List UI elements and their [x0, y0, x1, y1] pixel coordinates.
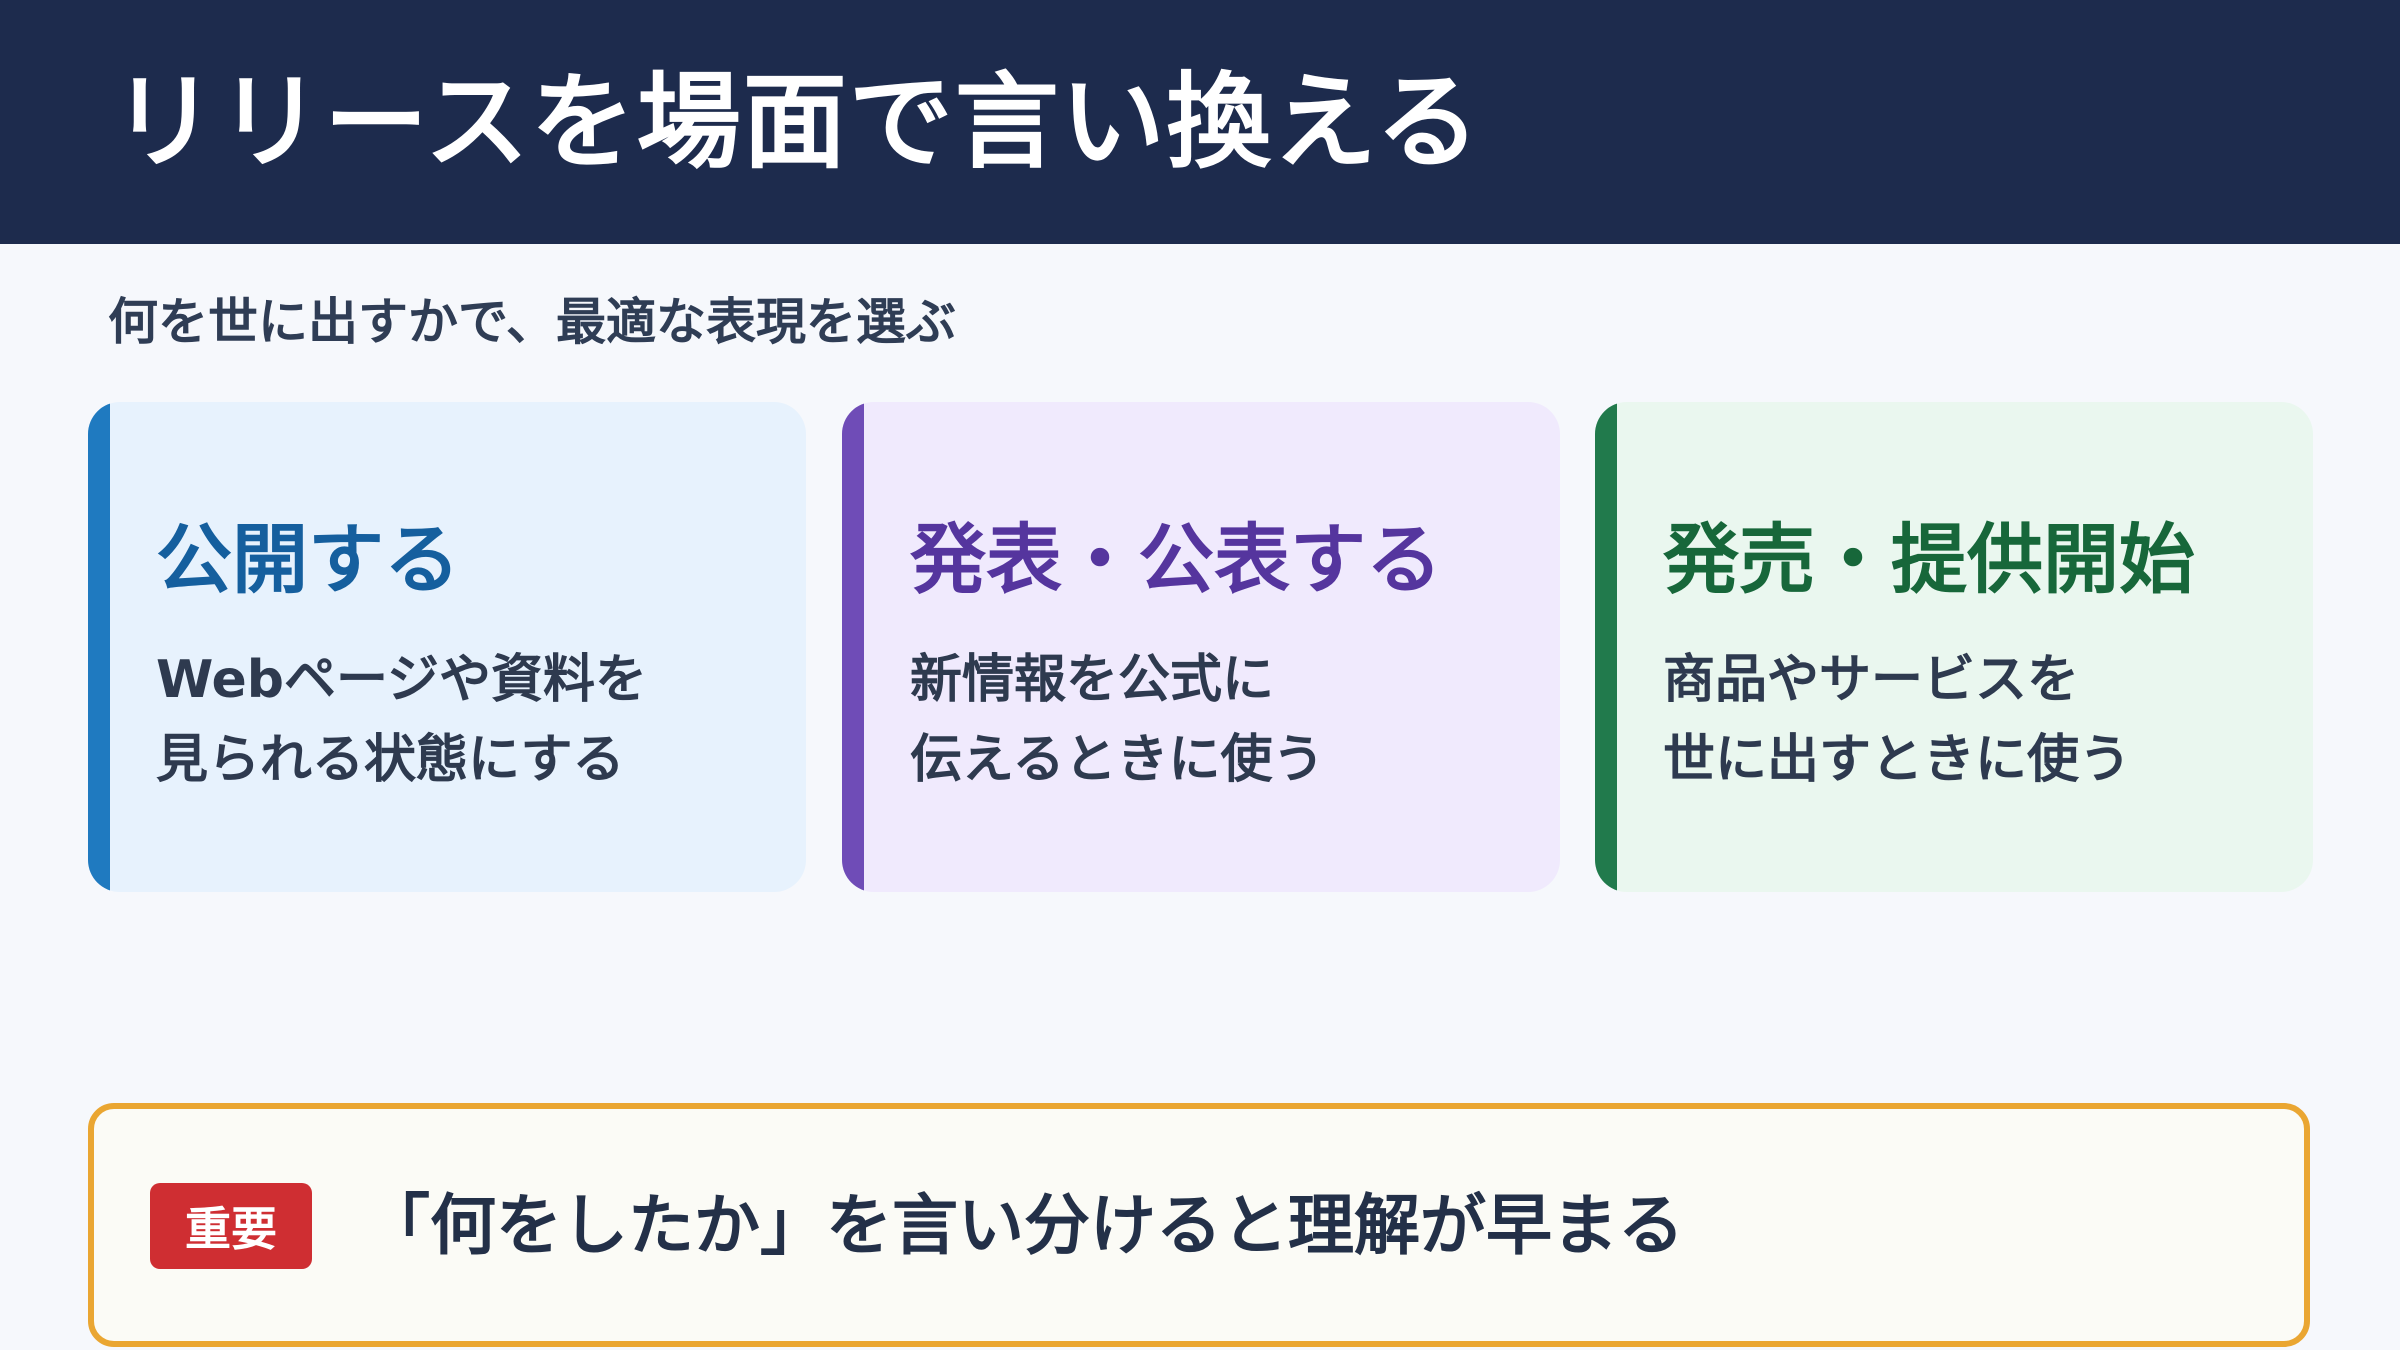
card-description-line: 新情報を公式に [910, 650, 1275, 710]
page-subtitle: 何を世に出すかで、最適な表現を選ぶ [108, 293, 956, 351]
card-publish: 公開する Webページや資料を 見られる状態にする [88, 402, 806, 892]
key-point-text: 「何をしたか」を言い分けると理解が早まる [364, 1187, 1684, 1264]
card-description-line: 見られる状態にする [156, 730, 625, 790]
card-accent-bar [842, 402, 864, 892]
card-description-line: 世に出すときに使う [1663, 730, 2132, 790]
card-accent-bar [88, 402, 110, 892]
important-badge: 重要 [150, 1183, 312, 1269]
card-description-line: Webページや資料を [156, 650, 647, 710]
card-announce: 発表・公表する 新情報を公式に 伝えるときに使う [842, 402, 1560, 892]
key-point-box: 重要 「何をしたか」を言い分けると理解が早まる [88, 1103, 2310, 1347]
card-launch: 発売・提供開始 商品やサービスを 世に出すときに使う [1595, 402, 2313, 892]
card-description: 新情報を公式に 伝えるときに使う [910, 640, 1324, 800]
card-description: 商品やサービスを 世に出すときに使う [1663, 640, 2131, 800]
card-title: 発表・公表する [910, 515, 1442, 604]
page-title: リリースを場面で言い換える [112, 61, 1482, 183]
card-title: 発売・提供開始 [1663, 515, 2195, 604]
header-bar: リリースを場面で言い換える [0, 0, 2400, 244]
card-description: Webページや資料を 見られる状態にする [156, 640, 647, 800]
card-description-line: 伝えるときに使う [910, 730, 1325, 790]
card-title: 公開する [156, 515, 460, 604]
card-accent-bar [1595, 402, 1617, 892]
card-description-line: 商品やサービスを [1663, 650, 2080, 710]
